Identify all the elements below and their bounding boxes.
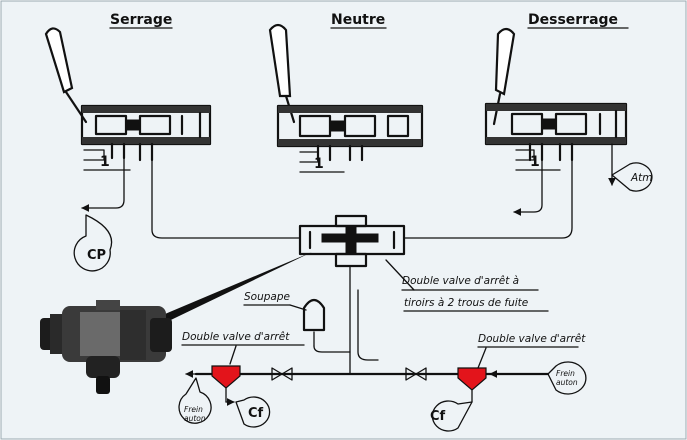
pointer-to-center-label: [385, 259, 415, 291]
cf-right-label: Cf: [430, 409, 446, 424]
cock-desserrage: 1: [484, 27, 628, 186]
cock-serrage: 1: [44, 27, 212, 171]
frein-auton-bubble-left: Frein auton: [178, 377, 212, 424]
cf-bubble-right: Cf: [430, 400, 473, 432]
left-isolating-cock-icon: [271, 367, 293, 381]
pipe-desserrage-out: [513, 159, 543, 216]
cock-neutre: 1: [268, 23, 424, 173]
lever-desserrage-icon: [494, 27, 516, 96]
central-double-valve: [298, 214, 406, 268]
pipe-desserrage-to-center: [403, 159, 573, 239]
pipe-serrage-to-center: [151, 159, 301, 239]
center-valve-label-line2: tiroirs à 2 trous de fuite: [404, 297, 528, 309]
pipe-serrage-cp: [81, 157, 125, 212]
atm-bubble: Atm: [611, 162, 653, 192]
title-neutre: Neutre: [331, 12, 385, 28]
right-double-valve-label: Double valve d'arrêt: [478, 333, 586, 345]
frein-left-line1: Frein: [184, 405, 203, 414]
title-serrage: Serrage: [110, 12, 172, 28]
atm-label: Atm: [630, 172, 653, 184]
port-number-neutre: 1: [314, 156, 324, 172]
valve-photo-icon: [40, 300, 172, 394]
cf-left-label: Cf: [248, 406, 264, 421]
cp-label: CP: [87, 248, 106, 263]
lever-serrage-icon: [44, 27, 74, 94]
left-double-valve-label: Double valve d'arrêt: [182, 331, 290, 343]
frein-right-line1: Frein: [556, 369, 575, 378]
port-number-serrage: 1: [100, 154, 110, 170]
center-valve-label-line1: Double valve d'arrêt à: [402, 275, 519, 287]
cp-bubble: CP: [73, 214, 113, 272]
lever-neutre-icon: [268, 23, 292, 98]
cf-bubble-left: Cf: [235, 396, 271, 428]
soupape-label: Soupape: [244, 291, 290, 303]
title-desserrage: Desserrage: [528, 12, 618, 28]
frein-auton-bubble-right: Frein auton: [547, 361, 587, 395]
frein-right-line2: auton: [556, 378, 578, 387]
port-number-desserrage: 1: [530, 154, 540, 170]
pointer-to-photo: [146, 252, 312, 330]
right-double-valve-icon: [457, 367, 487, 391]
right-isolating-cock-icon: [405, 367, 427, 381]
soupape-icon: [302, 298, 326, 332]
frein-left-line2: auton: [184, 414, 206, 423]
